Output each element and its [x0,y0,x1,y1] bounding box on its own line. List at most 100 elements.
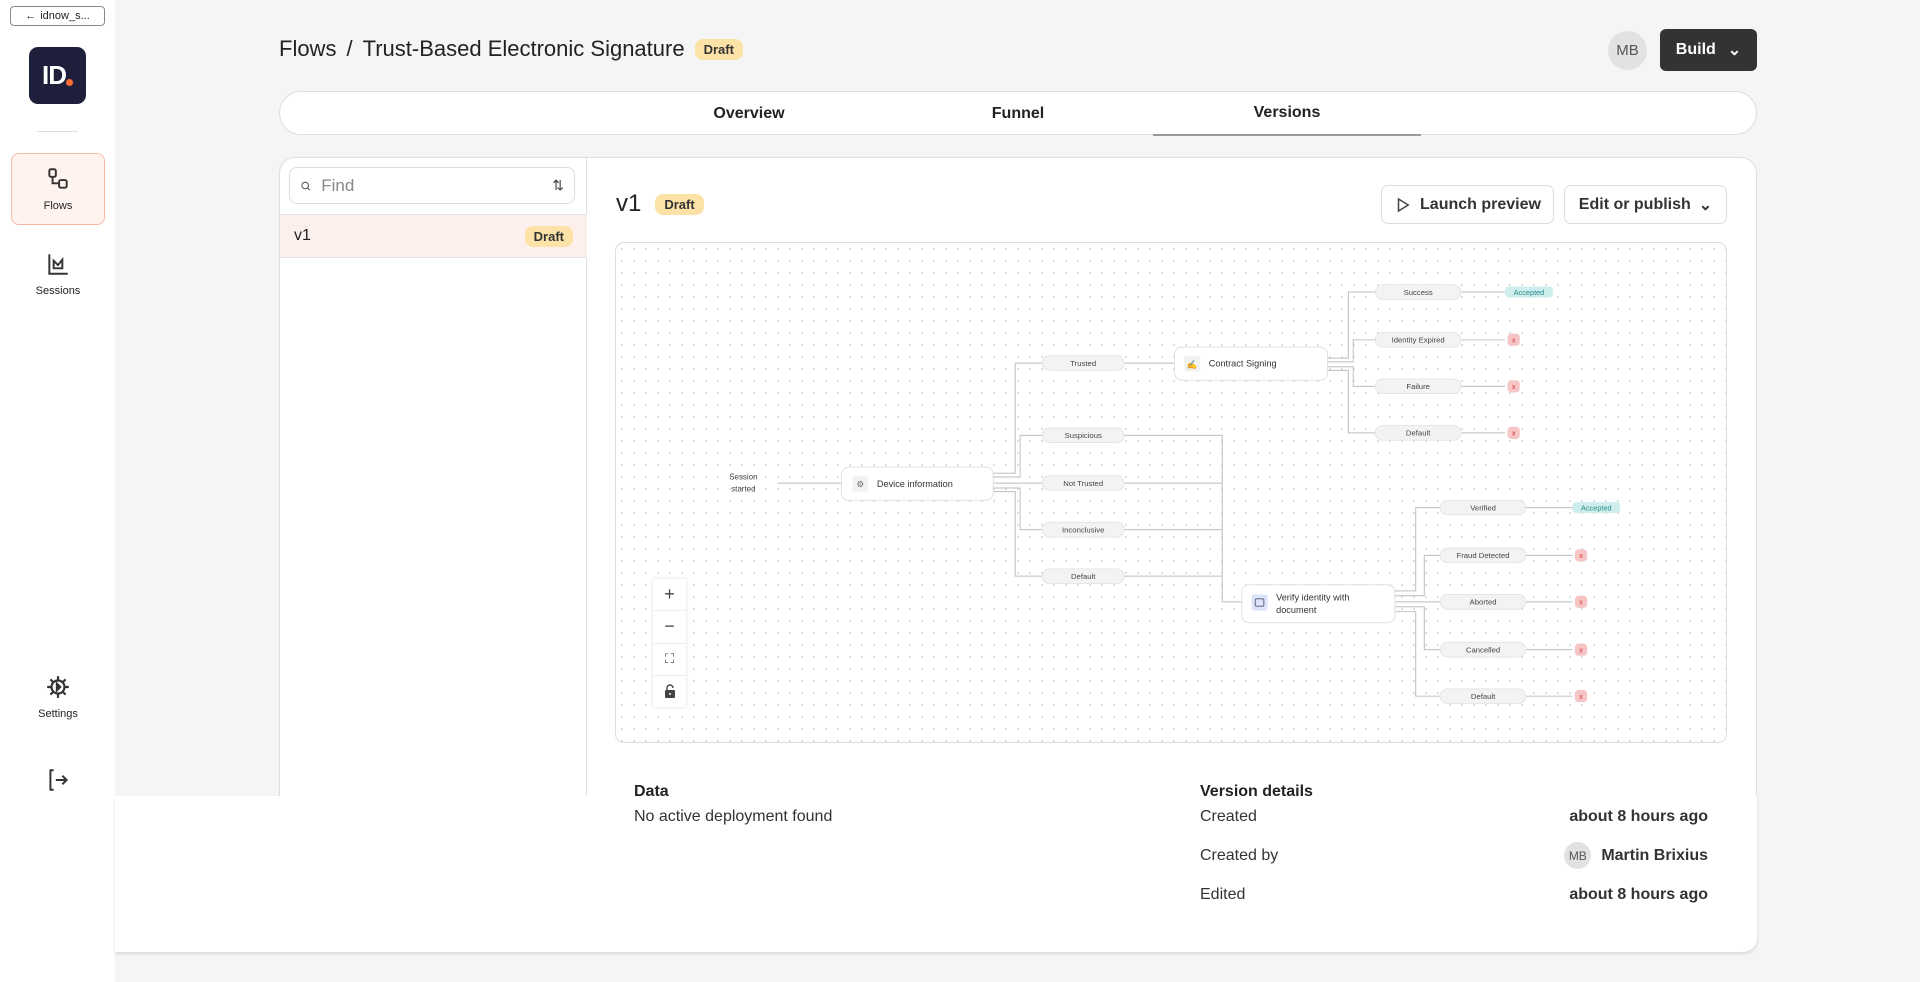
version-details-heading: Version details [1200,783,1313,800]
back-button[interactable]: ←idnow_s... [10,6,105,26]
logout-icon [49,769,69,791]
outcome-pill[interactable]: Fraud Detected [1439,547,1527,564]
version-name: v1 [294,227,311,244]
flow-canvas[interactable]: Session started ⚙ Device information ✍ C… [615,242,1727,743]
breadcrumb-separator: / [346,36,353,61]
outcome-pill[interactable]: Default [1374,425,1462,441]
edge [1327,366,1376,387]
outcome-pill[interactable]: Identity Expired [1374,332,1462,348]
svg-text:Cancelled: Cancelled [1466,645,1500,654]
tab-overview[interactable]: Overview [713,105,785,122]
build-label: Build [1675,41,1716,58]
detail-value: Martin Brixius [1601,846,1708,864]
svg-text:Trusted: Trusted [1070,359,1096,368]
sidebar-item-sessions[interactable]: Sessions [11,238,105,310]
data-heading: Data [634,783,669,800]
outcome-pill[interactable]: Inconclusive [1041,521,1125,538]
svg-text:Suspicious: Suspicious [1065,431,1102,440]
search-input[interactable] [321,175,543,196]
edge [993,491,1043,577]
svg-text:Inconclusive: Inconclusive [1062,525,1104,534]
data-text: No active deployment found [634,808,833,825]
edge [1394,507,1441,592]
svg-text:x: x [1579,645,1583,654]
svg-text:x: x [1512,382,1516,391]
detail-label: Created [1200,808,1257,825]
outcome-pill[interactable]: Default [1041,568,1125,584]
node-label: Contract Signing [1209,359,1277,369]
breadcrumb: Flows / Trust-Based Electronic Signature… [279,36,743,62]
sidebar-item-settings[interactable]: Settings [11,661,105,733]
node-device-information[interactable]: ⚙ Device information [840,466,994,501]
node-verify-identity[interactable]: Verify identity with document [1241,584,1396,624]
logo-text: ID [42,60,67,90]
id-card-icon [1254,598,1265,607]
play-icon [1397,197,1410,212]
search-field[interactable]: ⇅ [289,167,575,204]
svg-text:Accepted: Accepted [1514,288,1545,297]
chevron-down-icon: ⌄ [1727,42,1742,59]
node-contract-signing[interactable]: ✍ Contract Signing [1173,346,1329,381]
versions-list-panel [279,157,587,796]
details-panel-background [115,796,1757,952]
sidebar-item-flows[interactable]: Flows [11,153,105,225]
svg-text:Default: Default [1406,429,1431,438]
outcome-pill[interactable]: Suspicious [1041,427,1125,444]
outcome-pill[interactable]: Trusted [1041,355,1125,371]
device-icon [852,475,869,492]
launch-preview-button[interactable]: Launch preview [1381,185,1554,224]
zoom-in-button[interactable]: + [653,579,686,612]
lock-toggle-button[interactable] [653,676,686,707]
svg-text:x: x [1579,692,1583,701]
svg-text:Success: Success [1404,288,1433,297]
svg-text:Verified: Verified [1470,503,1496,512]
outcome-pill[interactable]: Aborted [1439,594,1527,610]
created-by-value: MB Martin Brixius [1564,842,1708,869]
node-label: Verify identity with [1276,593,1349,603]
outcome-pill[interactable]: Failure [1374,378,1462,395]
logo[interactable]: ID [29,47,86,104]
back-label: idnow_s... [40,10,90,22]
svg-text:Accepted: Accepted [1581,503,1612,512]
rejected-badge: x [1574,549,1588,562]
zoom-out-button[interactable]: − [653,611,686,644]
rejected-badge: x [1507,333,1520,346]
flow-diagram: Session started ⚙ Device information ✍ C… [729,284,1621,704]
logout-button[interactable] [11,744,105,816]
arrow-left-icon: ← [25,10,37,22]
edge [1327,291,1376,359]
edge [993,362,1043,474]
svg-text:x: x [1512,429,1516,438]
avatar[interactable]: MB [1608,31,1647,70]
outcome-pill[interactable]: Cancelled [1439,641,1527,658]
version-list-item[interactable]: v1 Draft [280,214,587,258]
fit-view-button[interactable]: ⛶ [653,644,686,676]
tab-versions[interactable]: Versions [1153,92,1421,136]
rejected-badge: x [1574,595,1588,609]
sessions-chart-icon [48,254,68,275]
edge [993,434,1043,478]
sidebar-divider [37,131,78,132]
edge [1394,554,1441,597]
svg-text:Not Trusted: Not Trusted [1063,479,1103,488]
breadcrumb-flows-link[interactable]: Flows [279,36,337,61]
node-label: Device information [877,479,953,489]
unlock-icon [664,684,675,699]
accepted-badge: Accepted [1572,502,1621,514]
status-badge: Draft [694,38,743,60]
page-title: Trust-Based Electronic Signature [362,36,685,61]
build-button[interactable]: Build ⌄ [1660,29,1757,71]
outcome-pill[interactable]: Verified [1439,499,1527,516]
outcome-pill[interactable]: Default [1439,688,1527,704]
sort-icon[interactable]: ⇅ [552,177,564,193]
detail-label: Edited [1200,886,1246,903]
edit-or-publish-button[interactable]: Edit or publish ⌄ [1564,185,1727,224]
edit-or-publish-label: Edit or publish [1578,195,1691,213]
status-badge: Draft [655,193,704,215]
rejected-badge: x [1507,426,1520,440]
outcome-pill[interactable]: Not Trusted [1041,475,1125,491]
tab-funnel[interactable]: Funnel [991,105,1045,122]
rejected-badge: x [1507,380,1520,393]
detail-value: about 8 hours ago [1569,886,1708,903]
outcome-pill[interactable]: Success [1374,284,1462,300]
